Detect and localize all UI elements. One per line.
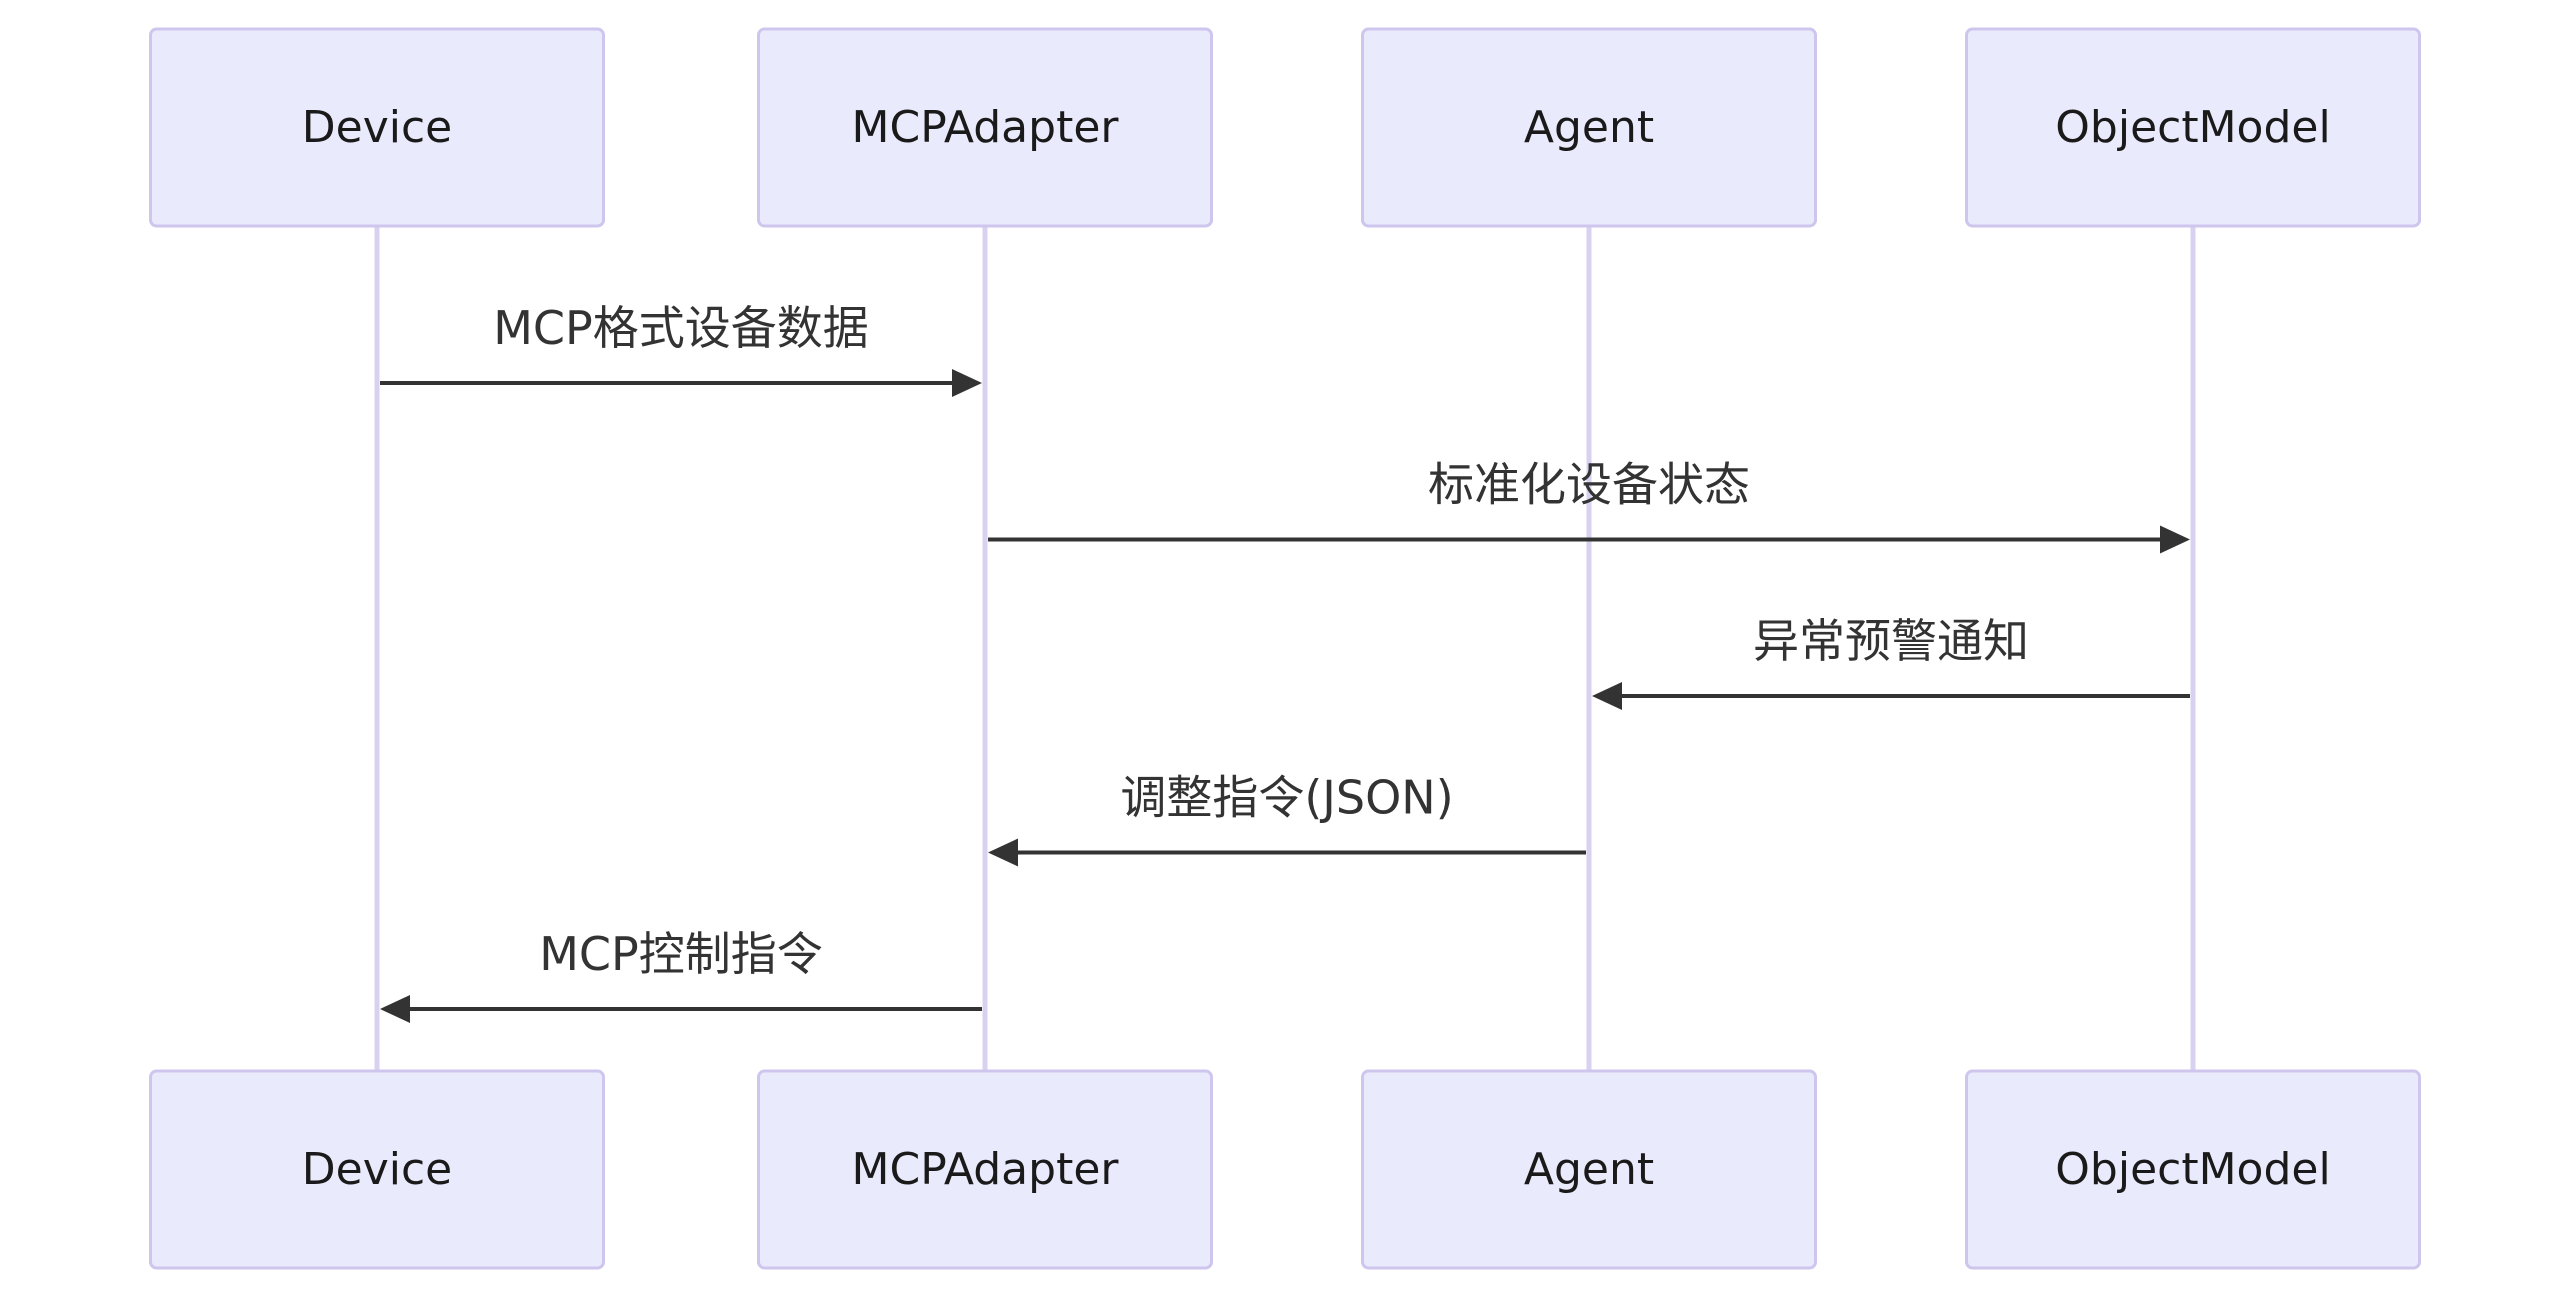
actor-agent-top: Agent [1361, 27, 1817, 228]
actor-label: Device [302, 1144, 452, 1195]
actor-objectmodel-bottom: ObjectModel [1965, 1069, 2421, 1270]
actor-box [1361, 1069, 1817, 1270]
actor-label: ObjectModel [2055, 1144, 2330, 1195]
message-4: 调整指令(JSON) [988, 771, 1586, 867]
actor-device-bottom: Device [149, 1069, 605, 1270]
message-2: 标准化设备状态 [988, 458, 2190, 554]
message-label: 调整指令(JSON) [1120, 771, 1453, 825]
actor-box [1965, 27, 2421, 228]
actor-box [149, 27, 605, 228]
message-label: MCP格式设备数据 [493, 301, 869, 355]
actor-mcpadapter-top: MCPAdapter [757, 27, 1213, 228]
actor-box [1361, 27, 1817, 228]
message-label: 异常预警通知 [1753, 614, 2029, 668]
actor-label: Agent [1524, 1144, 1654, 1195]
actor-agent-bottom: Agent [1361, 1069, 1817, 1270]
actor-box [1965, 1069, 2421, 1270]
actor-box [757, 1069, 1213, 1270]
actor-box [149, 1069, 605, 1270]
arrowhead-icon [952, 369, 982, 397]
arrowhead-icon [2160, 525, 2190, 554]
actor-label: MCPAdapter [852, 1144, 1120, 1195]
arrowhead-icon [380, 995, 410, 1023]
message-1: MCP格式设备数据 [380, 301, 982, 397]
actor-label: MCPAdapter [852, 102, 1120, 153]
actor-box [757, 27, 1213, 228]
lifelines [374, 226, 2196, 1071]
participants: DeviceDeviceMCPAdapterMCPAdapterAgentAge… [149, 27, 2421, 1270]
actor-label: Agent [1524, 102, 1654, 153]
arrowhead-icon [1592, 682, 1622, 710]
actor-label: Device [302, 102, 452, 153]
actor-label: ObjectModel [2055, 102, 2330, 153]
arrowhead-icon [988, 838, 1018, 867]
message-label: 标准化设备状态 [1428, 458, 1750, 512]
message-label: MCP控制指令 [539, 927, 823, 981]
actor-mcpadapter-bottom: MCPAdapter [757, 1069, 1213, 1270]
message-5: MCP控制指令 [380, 927, 982, 1023]
actor-device-top: Device [149, 27, 605, 228]
message-3: 异常预警通知 [1592, 614, 2190, 710]
actor-objectmodel-top: ObjectModel [1965, 27, 2421, 228]
